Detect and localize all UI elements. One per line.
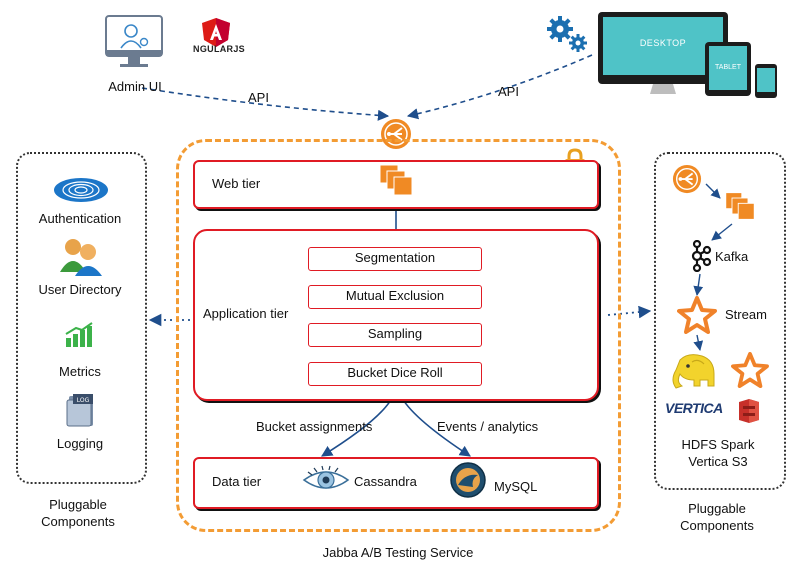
user-directory-icon [58, 236, 104, 276]
vertica-logo-text: VERTICA [665, 400, 723, 416]
angularjs-logo: NGULARJS [186, 16, 252, 56]
web-server-icon [378, 163, 414, 197]
left-item-metrics: Metrics [59, 364, 101, 379]
events-analytics-label: Events / analytics [437, 419, 539, 434]
right-pluggable-panel [654, 152, 786, 490]
rp-arrow-stream-to-hadoop [693, 334, 704, 351]
step-sampling: Sampling [308, 323, 482, 347]
bucket-assignments-arrow [321, 397, 393, 457]
api-left-line [141, 87, 390, 121]
rp-arrow-files-to-kafka [711, 223, 733, 241]
right-dotted-connector [607, 305, 652, 319]
kafka-label: Kafka [715, 249, 749, 264]
tablet-label: TABLET [715, 64, 741, 71]
hadoop-elephant-icon [670, 352, 720, 392]
web-tier-label: Web tier [212, 176, 261, 191]
application-tier-label: Application tier [203, 306, 289, 321]
angularjs-logo-text: NGULARJS [193, 44, 245, 54]
events-arrow [401, 397, 471, 457]
rp-load-balancer-icon [672, 164, 702, 194]
service-container [176, 139, 621, 532]
vertica-logo: VERTICA [665, 400, 725, 418]
svg-text:LOG: LOG [77, 397, 90, 404]
cassandra-label: Cassandra [354, 474, 417, 489]
desktop-label: DESKTOP [639, 38, 687, 48]
rp-server-icon [724, 190, 756, 222]
logging-icon: LOG [65, 392, 97, 428]
admin-ui-icon [104, 14, 164, 72]
api-right-line [406, 54, 593, 120]
api-right-label: API [498, 84, 519, 99]
data-tier-box [193, 457, 599, 509]
s3-bucket-icon [737, 398, 761, 424]
mysql-icon [449, 461, 487, 499]
api-left-label: API [248, 90, 269, 105]
left-item-authentication: Authentication [38, 211, 122, 226]
mysql-label: MySQL [494, 479, 538, 494]
admin-ui-label: Admin UI [108, 79, 162, 94]
right-panel-caption: Pluggable Components [680, 501, 754, 533]
stream-star-icon [677, 296, 717, 334]
bucket-assignments-label: Bucket assignments [256, 419, 373, 434]
service-title: Jabba A/B Testing Service [322, 545, 474, 560]
left-panel-caption: Pluggable Components [41, 497, 115, 529]
kafka-icon [688, 240, 712, 272]
metrics-icon [64, 322, 94, 348]
stream-label: Stream [725, 307, 767, 322]
left-item-user-directory: User Directory [38, 282, 122, 297]
left-pluggable-panel [16, 152, 147, 484]
data-tier-label: Data tier [212, 474, 262, 489]
step-bucket-dice-roll: Bucket Dice Roll [308, 362, 482, 386]
right-storage-label: HDFS Spark Vertica S3 [681, 437, 755, 469]
rp-arrow-lb-to-files [705, 183, 721, 199]
rp-arrow-kafka-to-stream [693, 273, 704, 296]
cassandra-eye-icon [302, 462, 350, 498]
step-segmentation: Segmentation [308, 247, 482, 271]
fingerprint-icon [52, 176, 110, 204]
step-mutual-exclusion: Mutual Exclusion [308, 285, 482, 309]
devices-illustration: DESKTOP TABLET [597, 12, 782, 100]
gears-icon [545, 14, 589, 54]
left-item-logging: Logging [56, 436, 104, 451]
spark-star-icon [731, 352, 769, 388]
